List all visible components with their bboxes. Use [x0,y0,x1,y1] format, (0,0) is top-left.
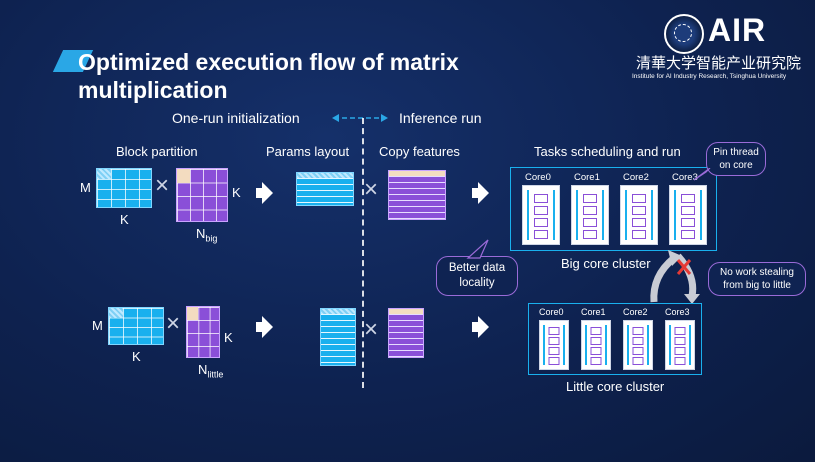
callout-nosteal-line-2: from big to little [723,280,791,291]
header-block-partition: Block partition [116,144,198,159]
flow-arrow-icon [472,182,489,204]
label-k-little-b: K [224,330,233,345]
callout-nosteal-line-1: No work stealing [720,267,794,278]
header-copy-features: Copy features [379,144,460,159]
logo-chinese-name: 清華大学智能产业研究院 [636,54,802,72]
flow-arrow-icon [256,316,273,338]
title-line-2: multiplication [78,77,228,103]
big-core-2-label: Core2 [623,172,649,183]
forbidden-cross-icon [676,259,692,275]
big-core-0-label: Core0 [525,172,551,183]
slide-title: Optimized execution flow of matrix multi… [78,48,459,104]
copy-features-big [388,170,446,220]
flow-arrow-icon [472,316,489,338]
double-arrow-icon [332,114,388,122]
label-n-big-sub: big [205,233,218,244]
multiply-icon: × [166,310,181,337]
matrix-a-little [108,307,164,345]
copy-features-little-top [389,309,423,314]
little-core-0 [539,320,569,370]
little-core-2-label: Core2 [623,307,648,317]
matrix-a-big [96,168,152,208]
logo-air: AIR [708,12,767,48]
multiply-icon: × [364,176,379,203]
matrix-a-big-block [97,169,111,179]
label-k-big-b: K [232,185,241,200]
little-core-1 [581,320,611,370]
multiply-icon: × [364,316,379,343]
cluster-transfer-arrows [650,250,700,304]
callout-pointer [693,168,711,181]
params-layout-little [320,308,356,366]
callout-better-locality: Better data locality [436,256,518,296]
callout-pointer [466,239,489,259]
little-core-3-label: Core3 [665,307,690,317]
callout-pin-line-1: Pin thread [713,147,759,158]
label-k-little: K [132,349,141,364]
big-core-1 [571,185,609,245]
copy-features-big-top [389,171,445,176]
header-tasks-scheduling: Tasks scheduling and run [534,144,681,159]
title-line-1: Optimized execution flow of matrix [78,49,459,75]
phase-one-run-initialization: One-run initialization [172,110,300,126]
matrix-b-big-block [177,169,190,183]
university-seal-icon [664,14,704,54]
big-core-2 [620,185,658,245]
callout-pin-thread: Pin thread on core [706,142,766,176]
logo-english-name: Institute for AI Industry Research, Tsin… [632,73,787,80]
matrix-a-little-block [109,308,123,318]
label-n-little-sub: little [207,369,224,380]
label-m-big: M [80,180,91,195]
matrix-b-little-block [187,307,199,320]
big-core-0 [522,185,560,245]
little-core-cluster-label: Little core cluster [566,379,665,394]
multiply-icon: × [155,172,170,199]
label-n-little: Nlittle [198,362,224,380]
callout-locality-line-1: Better data [448,262,506,274]
big-core-3 [669,185,707,245]
label-k-big: K [120,212,129,227]
callout-pin-line-2: on core [719,160,753,171]
big-core-1-label: Core1 [574,172,600,183]
copy-features-little [388,308,424,358]
callout-no-work-stealing: No work stealing from big to little [708,262,806,296]
matrix-b-little [186,306,220,358]
params-layout-big-top [297,173,353,178]
little-core-3 [665,320,695,370]
header-params-layout: Params layout [266,144,350,159]
matrix-b-big [176,168,228,222]
little-core-1-label: Core1 [581,307,606,317]
little-core-cluster: Core0 Core1 Core2 Core3 [528,303,702,375]
little-core-2 [623,320,653,370]
label-n-big: Nbig [196,226,218,244]
big-core-cluster: Core0 Core1 Core2 Core3 [510,167,717,251]
params-layout-little-top [321,309,355,314]
label-m-little: M [92,318,103,333]
big-core-cluster-label: Big core cluster [561,256,651,271]
flow-arrow-icon [256,182,273,204]
little-core-0-label: Core0 [539,307,564,317]
callout-locality-line-2: locality [459,277,495,289]
big-core-3-label: Core3 [672,172,698,183]
phase-inference-run: Inference run [399,110,482,126]
params-layout-big [296,172,354,206]
phase-divider [362,118,364,388]
